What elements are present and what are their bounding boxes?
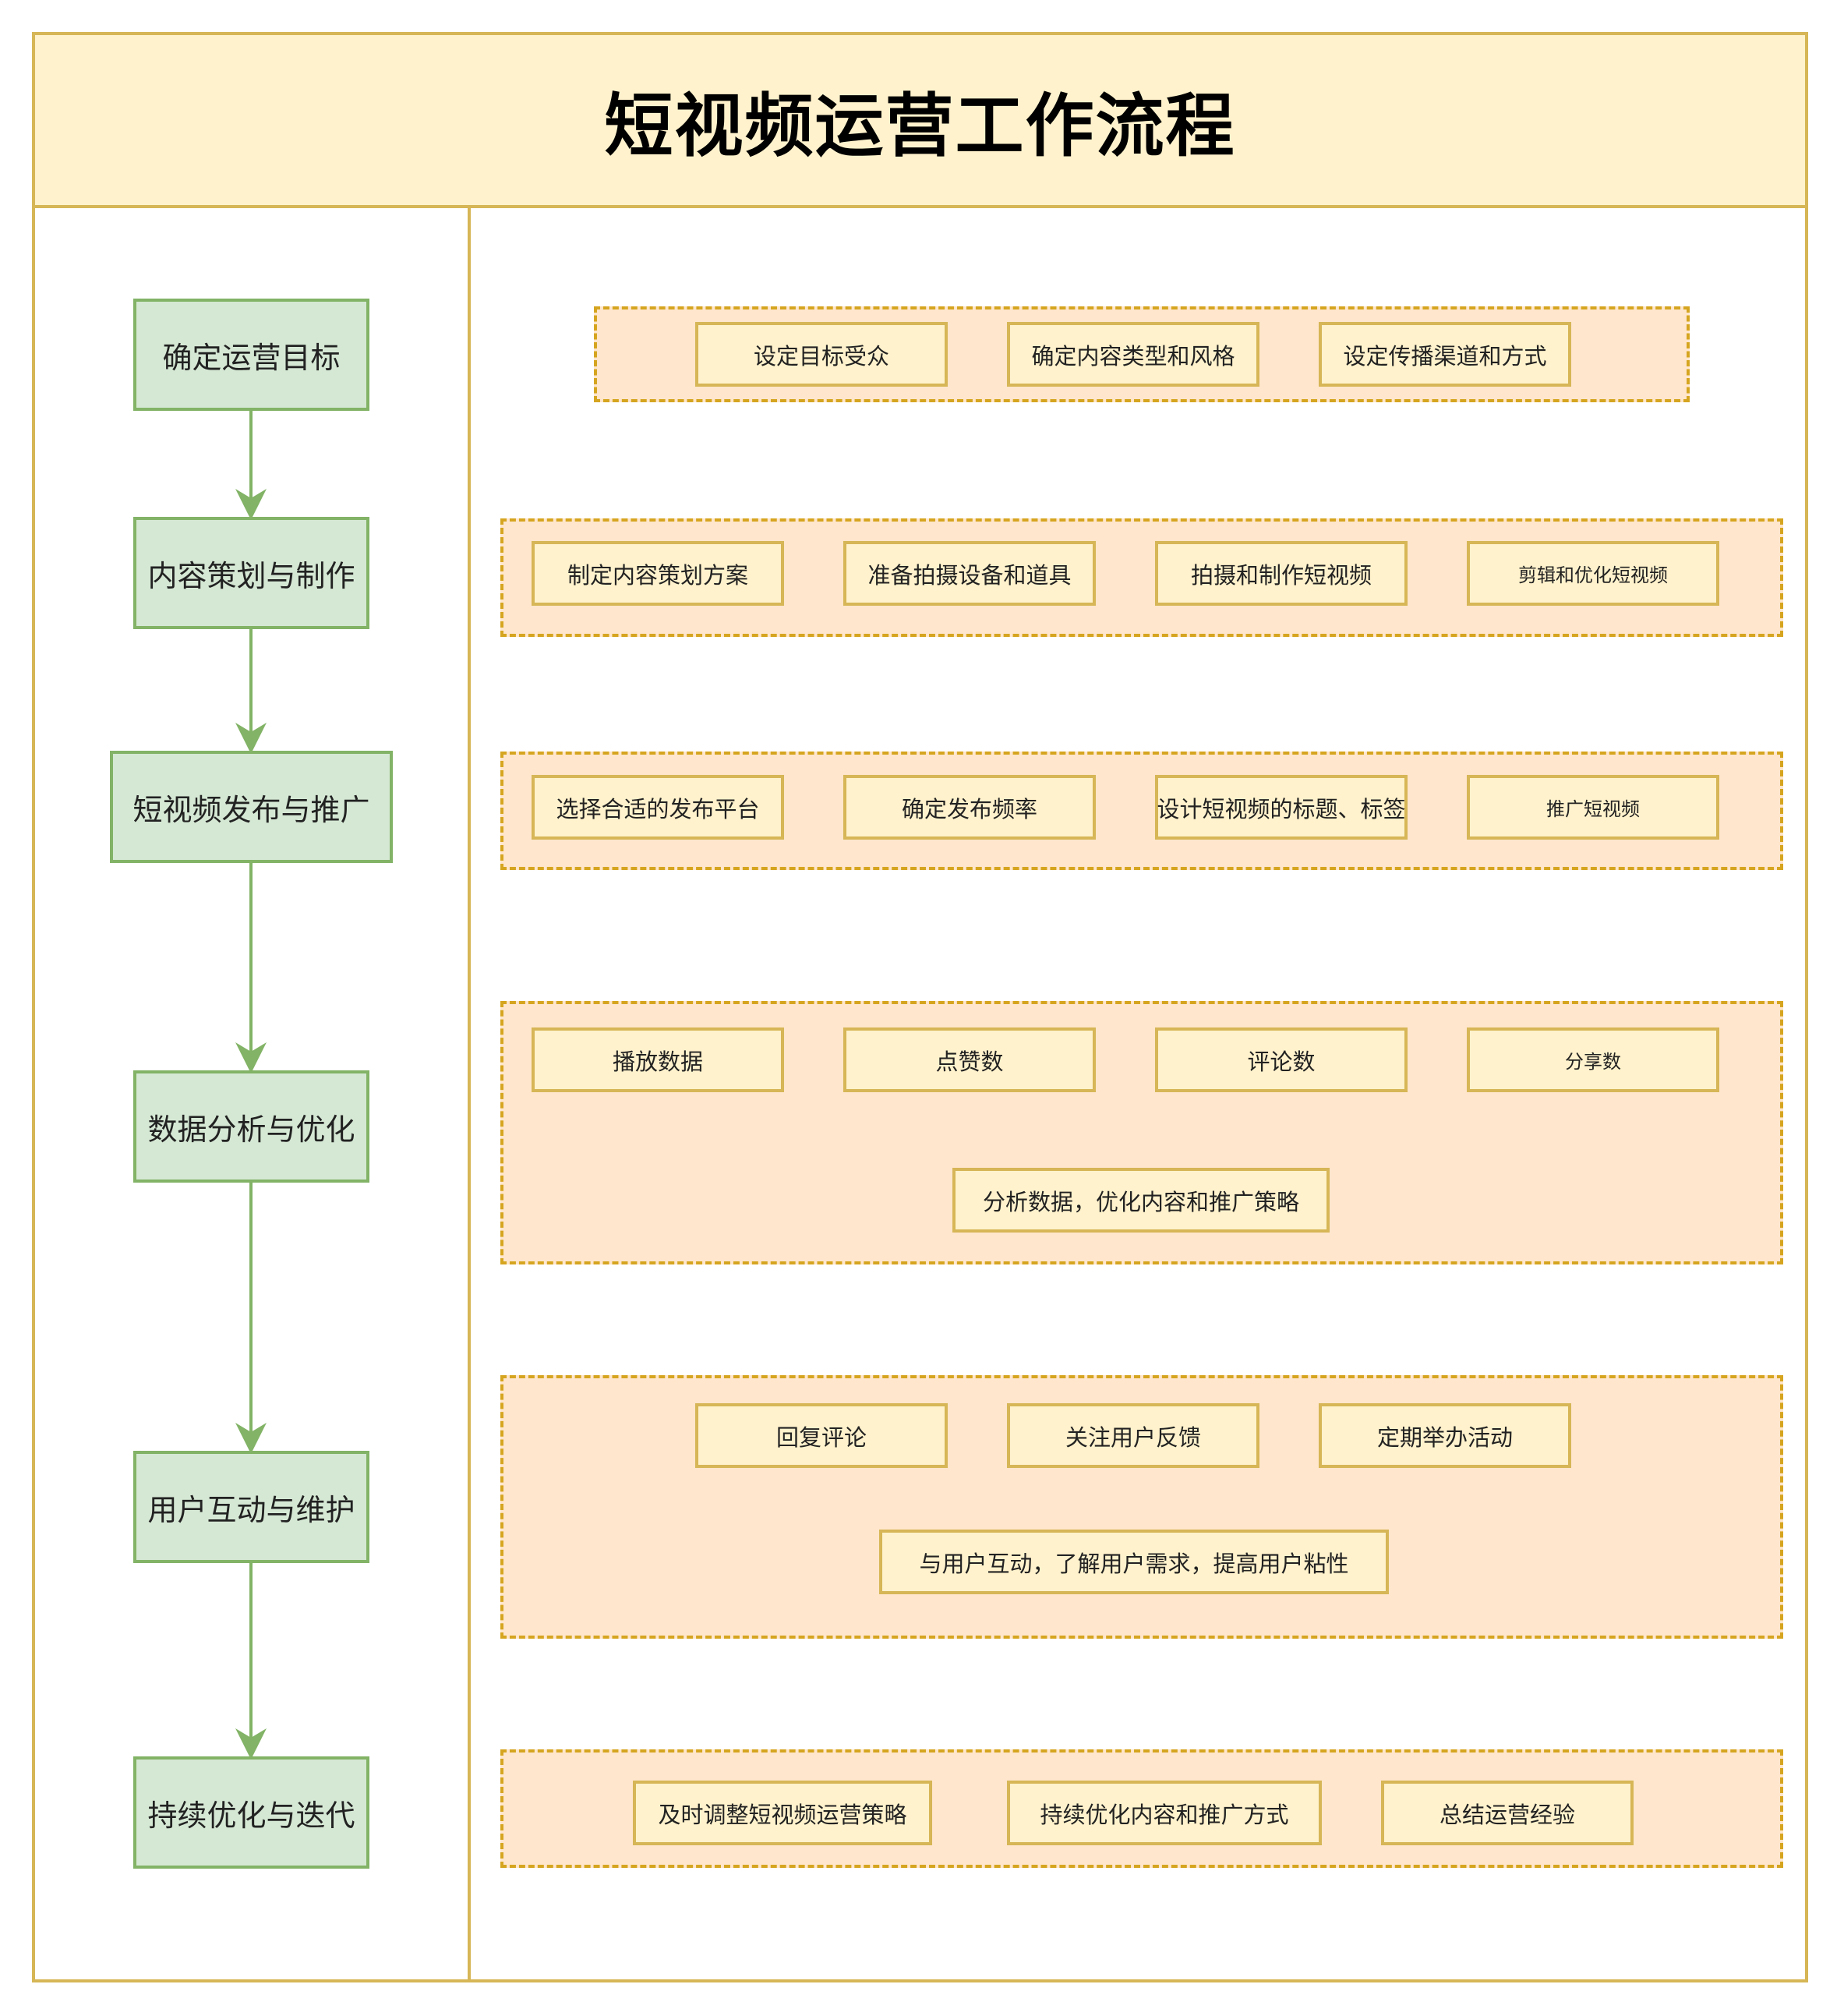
step-publish-promote: 短视频发布与推广 (110, 751, 393, 863)
task-shares: 分享数 (1467, 1027, 1719, 1092)
step-continuous-iteration: 持续优化与迭代 (133, 1756, 369, 1869)
task-plan-scheme: 制定内容策划方案 (532, 541, 784, 606)
task-target-audience: 设定目标受众 (695, 322, 948, 387)
header: 短视频运营工作流程 (32, 32, 1808, 208)
step-user-interaction: 用户互动与维护 (133, 1451, 369, 1563)
step-set-goals: 确定运营目标 (133, 299, 369, 411)
task-shoot-video: 拍摄和制作短视频 (1155, 541, 1408, 606)
column-divider (468, 208, 471, 1982)
task-comments: 评论数 (1155, 1027, 1408, 1092)
task-edit-video: 剪辑和优化短视频 (1467, 541, 1719, 606)
task-channels: 设定传播渠道和方式 (1319, 322, 1571, 387)
step-data-analysis: 数据分析与优化 (133, 1070, 369, 1183)
task-prepare-equipment: 准备拍摄设备和道具 (843, 541, 1096, 606)
task-adjust-strategy: 及时调整短视频运营策略 (633, 1781, 932, 1845)
task-user-feedback: 关注用户反馈 (1007, 1403, 1259, 1468)
task-analysis-result: 分析数据，优化内容和推广策略 (952, 1168, 1330, 1233)
task-choose-platform: 选择合适的发布平台 (532, 775, 784, 840)
task-reply-comments: 回复评论 (695, 1403, 948, 1468)
task-summarize-experience: 总结运营经验 (1381, 1781, 1634, 1845)
task-optimize-content: 持续优化内容和推广方式 (1007, 1781, 1322, 1845)
task-title-tags: 设计短视频的标题、标签 (1155, 775, 1408, 840)
step-content-planning: 内容策划与制作 (133, 517, 369, 629)
task-interaction-result: 与用户互动，了解用户需求，提高用户粘性 (879, 1530, 1389, 1594)
task-publish-frequency: 确定发布频率 (843, 775, 1096, 840)
task-regular-events: 定期举办活动 (1319, 1403, 1571, 1468)
task-play-data: 播放数据 (532, 1027, 784, 1092)
task-content-style: 确定内容类型和风格 (1007, 322, 1259, 387)
task-promote-video: 推广短视频 (1467, 775, 1719, 840)
page-title: 短视频运营工作流程 (604, 85, 1236, 166)
task-likes: 点赞数 (843, 1027, 1096, 1092)
